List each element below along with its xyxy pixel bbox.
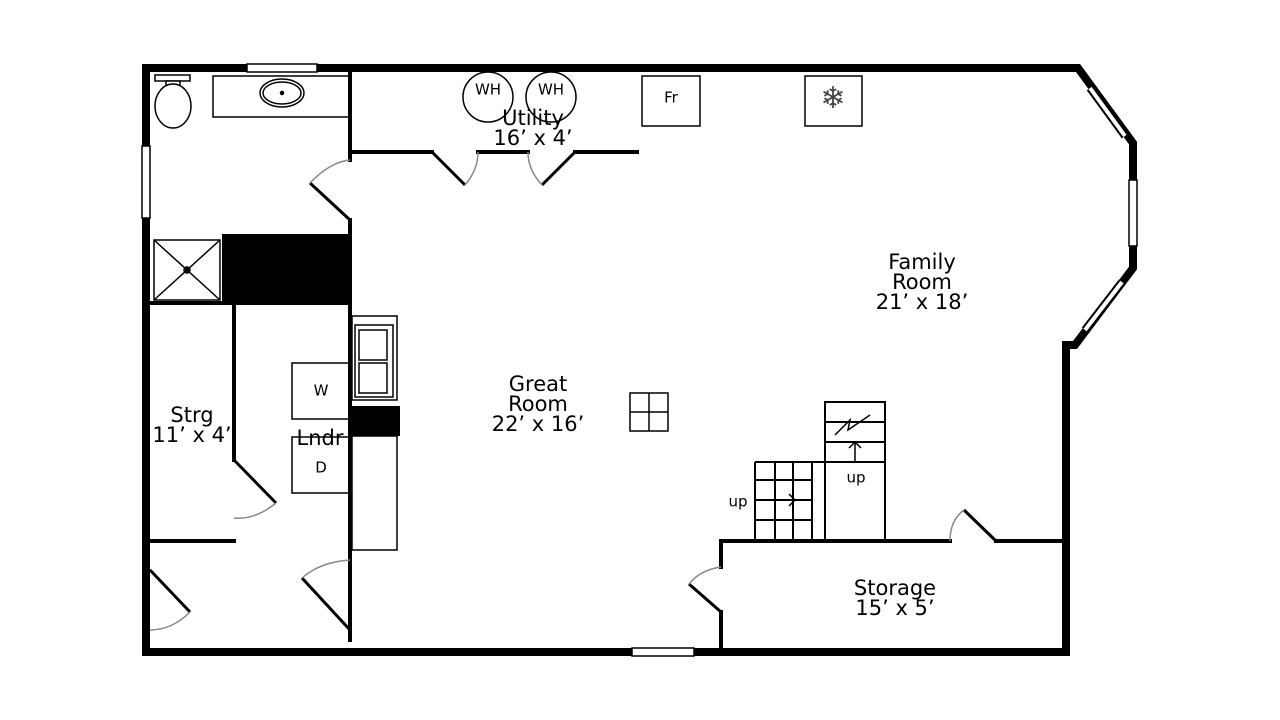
- stair-up-label: up: [728, 492, 748, 511]
- door: [688, 582, 722, 614]
- window: [141, 145, 151, 219]
- door: [308, 181, 352, 222]
- door-swing: [688, 566, 722, 585]
- door-swing: [527, 151, 543, 186]
- washer-label: W: [313, 381, 329, 400]
- room-label-lndr: Lndr: [296, 426, 344, 450]
- door-swing: [301, 559, 351, 579]
- furnace-icon: [641, 75, 701, 127]
- door: [300, 576, 352, 632]
- door-swing: [464, 151, 479, 186]
- toilet-icon: [154, 74, 192, 129]
- water-heater-label: WH: [537, 80, 565, 99]
- laundry-sink-icon: [351, 315, 398, 401]
- door-swing: [149, 611, 191, 631]
- stairs: [754, 401, 886, 541]
- window: [631, 647, 695, 657]
- door: [148, 568, 192, 614]
- door: [540, 150, 577, 187]
- ac-unit: [804, 75, 863, 127]
- arrow-right-icon: [760, 493, 797, 507]
- dryer-label: D: [315, 458, 327, 477]
- washer-icon: [291, 362, 350, 420]
- sink-icon: [212, 75, 351, 118]
- shower-icon: [153, 239, 221, 301]
- window: [1083, 280, 1124, 332]
- chimney-block: [222, 234, 350, 302]
- window: [246, 63, 318, 73]
- furnace-label: Fr: [664, 88, 678, 107]
- door-swing: [233, 502, 277, 519]
- dryer-icon: [291, 436, 350, 494]
- door: [430, 150, 467, 187]
- arrow-up-icon: [848, 440, 862, 462]
- counter: [351, 435, 398, 551]
- snowflake-icon: ❄: [820, 81, 845, 116]
- counter-block: [350, 406, 400, 436]
- exterior-wall: [142, 64, 1137, 656]
- door: [232, 458, 278, 505]
- window: [1128, 179, 1138, 247]
- water-heater-label: WH: [474, 80, 502, 99]
- stair-up-label: up: [846, 468, 866, 487]
- water-heater-icon: [525, 71, 577, 123]
- door-swing: [309, 159, 351, 184]
- window: [1088, 86, 1127, 138]
- door: [962, 508, 998, 543]
- door-swing: [949, 509, 965, 542]
- water-heater-icon: [462, 71, 514, 123]
- floor-drain-icon: [629, 392, 669, 432]
